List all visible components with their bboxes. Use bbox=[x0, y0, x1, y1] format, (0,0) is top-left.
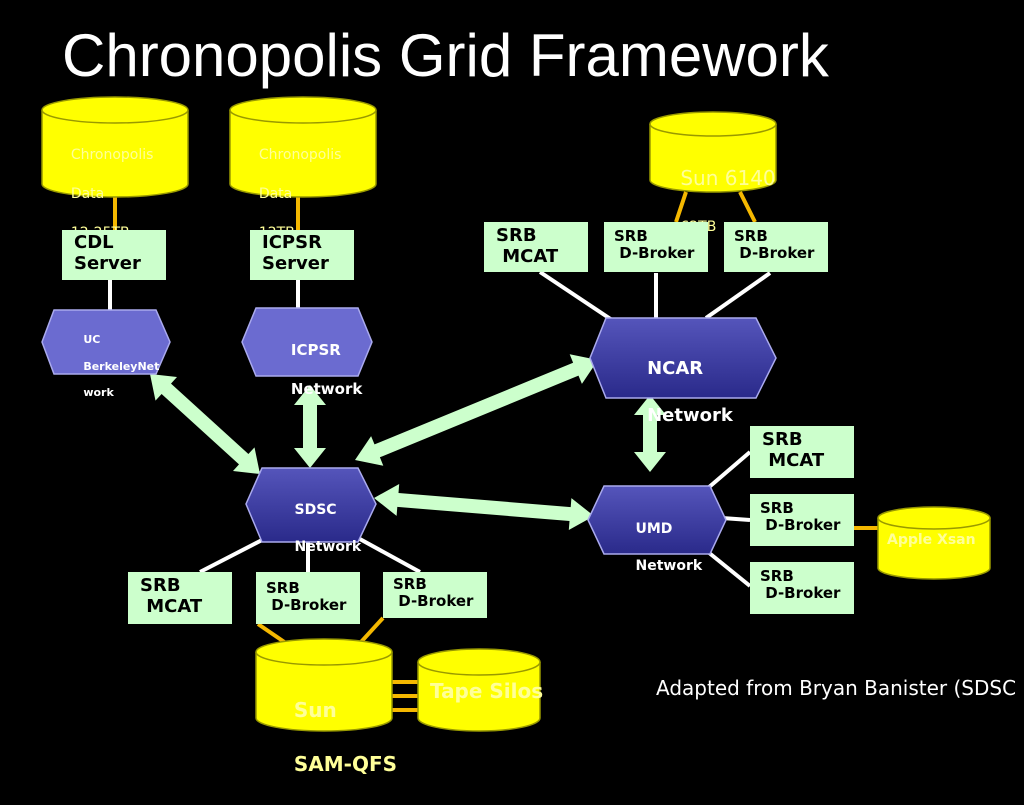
sun-samqfs-line2: SAM-QFS bbox=[293, 752, 398, 776]
icpsr-network-line1: ICPSR bbox=[290, 340, 341, 359]
ncar-srb-mcat-line2: MCAT bbox=[496, 245, 559, 267]
cdl-data-line1: Chronopolis bbox=[70, 146, 154, 163]
hexagon-ncar bbox=[589, 317, 777, 399]
sdsc-network-label: SDSC Network bbox=[275, 483, 362, 574]
cylinder-sun-samqfs bbox=[255, 638, 393, 732]
umd-network-label: UMD Network bbox=[616, 502, 703, 593]
hexagon-icpsr bbox=[241, 307, 373, 377]
icpsr-server-line1: ICPSR bbox=[262, 232, 322, 253]
cylinder-icpsr-data bbox=[229, 96, 377, 198]
link-umd-broker2 bbox=[706, 550, 752, 588]
hexagon-sdsc bbox=[245, 467, 377, 543]
umd-srb-broker1-box: SRB D-Broker bbox=[750, 494, 854, 546]
arrow-uc-sdsc bbox=[150, 374, 260, 474]
umd-network-line2: Network bbox=[635, 557, 703, 574]
ncar-srb-mcat-box: SRB MCAT bbox=[484, 222, 588, 272]
ncar-network-line1: NCAR bbox=[647, 358, 704, 380]
cdl-data-line2: Data bbox=[70, 185, 105, 202]
umd-srb-broker2-box: SRB D-Broker bbox=[750, 562, 854, 614]
umd-srb-broker1-line2: D-Broker bbox=[760, 516, 841, 535]
arrow-icpsr-sdsc bbox=[294, 385, 326, 468]
sun6140-line1: Sun 6140 bbox=[680, 166, 776, 191]
ncar-srb-broker1-box: SRB D-Broker bbox=[604, 222, 708, 272]
icpsr-network-line2: Network bbox=[290, 379, 363, 398]
cylinder-sun6140 bbox=[649, 111, 777, 193]
network-hexagons bbox=[41, 307, 777, 555]
link-ncar-mcat bbox=[538, 270, 614, 322]
sdsc-srb-mcat-box: SRB MCAT bbox=[128, 572, 232, 624]
umd-srb-mcat-line1: SRB bbox=[762, 429, 803, 450]
ncar-srb-broker2-line1: SRB bbox=[734, 227, 768, 245]
arrow-sdsc-ncar bbox=[355, 354, 598, 466]
link-sun6140-broker2 bbox=[738, 191, 757, 223]
icpsr-data-line2: Data bbox=[258, 185, 293, 202]
sdsc-srb-broker2-box: SRB D-Broker bbox=[383, 572, 487, 618]
umd-srb-mcat-box: SRB MCAT bbox=[750, 426, 854, 478]
cylinder-apple-xsan bbox=[877, 506, 991, 580]
umd-srb-mcat-line2: MCAT bbox=[762, 449, 825, 471]
umd-network-line1: UMD bbox=[635, 521, 673, 538]
umd-srb-broker1-line1: SRB bbox=[760, 499, 794, 517]
hexagon-uc-berkeley bbox=[41, 309, 171, 375]
cdl-server-line2: Server bbox=[74, 252, 141, 274]
sdsc-srb-mcat-line2: MCAT bbox=[140, 595, 203, 617]
cdl-server-line1: CDL bbox=[74, 232, 114, 253]
ncar-srb-broker2-line2: D-Broker bbox=[734, 244, 815, 263]
storage-links bbox=[113, 191, 880, 712]
icpsr-data-line1: Chronopolis bbox=[258, 146, 342, 163]
arrow-sdsc-umd bbox=[374, 484, 594, 530]
sdsc-network-line2: Network bbox=[294, 538, 362, 555]
connection-arrows bbox=[150, 354, 666, 530]
credit-text: Adapted from Bryan Banister (SDSC bbox=[656, 676, 1017, 700]
uc-network-line1: UC bbox=[83, 333, 101, 347]
umd-srb-broker2-line2: D-Broker bbox=[760, 584, 841, 603]
sdsc-network-line1: SDSC bbox=[294, 502, 337, 519]
link-sun6140-broker1 bbox=[674, 191, 688, 223]
link-sdsc-mcat bbox=[199, 536, 267, 574]
sun-samqfs-label: Sun SAM-QFS bbox=[266, 670, 397, 805]
cdl-server-box: CDL Server bbox=[62, 230, 166, 280]
icpsr-server-box: ICPSR Server bbox=[250, 230, 354, 280]
diagram-graphics bbox=[41, 96, 991, 732]
sdsc-srb-broker2-line2: D-Broker bbox=[393, 592, 474, 611]
uc-network-line3: work bbox=[83, 385, 114, 399]
umd-srb-broker2-line1: SRB bbox=[760, 567, 794, 585]
link-sdsc-broker2 bbox=[357, 536, 421, 574]
ncar-srb-mcat-line1: SRB bbox=[496, 225, 537, 246]
link-ncar-broker2 bbox=[704, 271, 772, 320]
cylinder-cdl-data bbox=[41, 96, 189, 198]
uc-network-label: UC BerkeleyNet work bbox=[68, 320, 159, 412]
arrow-ncar-umd bbox=[634, 395, 666, 472]
cylinder-tape-silos bbox=[417, 648, 541, 732]
slide-title: Chronopolis Grid Framework bbox=[62, 22, 829, 89]
ncar-network-line2: Network bbox=[647, 405, 733, 427]
sdsc-srb-broker2-line1: SRB bbox=[393, 575, 427, 593]
apple-xsan-label: Apple Xsan bbox=[887, 532, 976, 548]
ncar-srb-broker1-line2: D-Broker bbox=[614, 244, 695, 263]
network-links bbox=[108, 270, 772, 588]
icpsr-network-label: ICPSR Network bbox=[270, 321, 362, 419]
sdsc-srb-mcat-line1: SRB bbox=[140, 575, 181, 596]
ncar-srb-broker1-line1: SRB bbox=[614, 227, 648, 245]
tape-silos-label: Tape Silos bbox=[430, 679, 544, 703]
hexagon-umd bbox=[587, 485, 727, 555]
sdsc-srb-broker1-line2: D-Broker bbox=[266, 596, 347, 615]
ncar-srb-broker2-box: SRB D-Broker bbox=[724, 222, 828, 272]
icpsr-server-line2: Server bbox=[262, 252, 329, 274]
ncar-network-label: NCAR Network bbox=[622, 334, 733, 451]
link-umd-broker1 bbox=[721, 516, 751, 522]
storage-cylinders bbox=[41, 96, 991, 732]
link-umd-mcat bbox=[706, 450, 752, 490]
sun-samqfs-line1: Sun bbox=[293, 698, 337, 722]
uc-network-line2: BerkeleyNet bbox=[83, 359, 160, 373]
sdsc-srb-broker1-line1: SRB bbox=[266, 579, 300, 597]
sdsc-srb-broker1-box: SRB D-Broker bbox=[256, 572, 360, 624]
diagram-stage: Chronopolis Grid Framework Chronopolis D… bbox=[41, 22, 1017, 776]
